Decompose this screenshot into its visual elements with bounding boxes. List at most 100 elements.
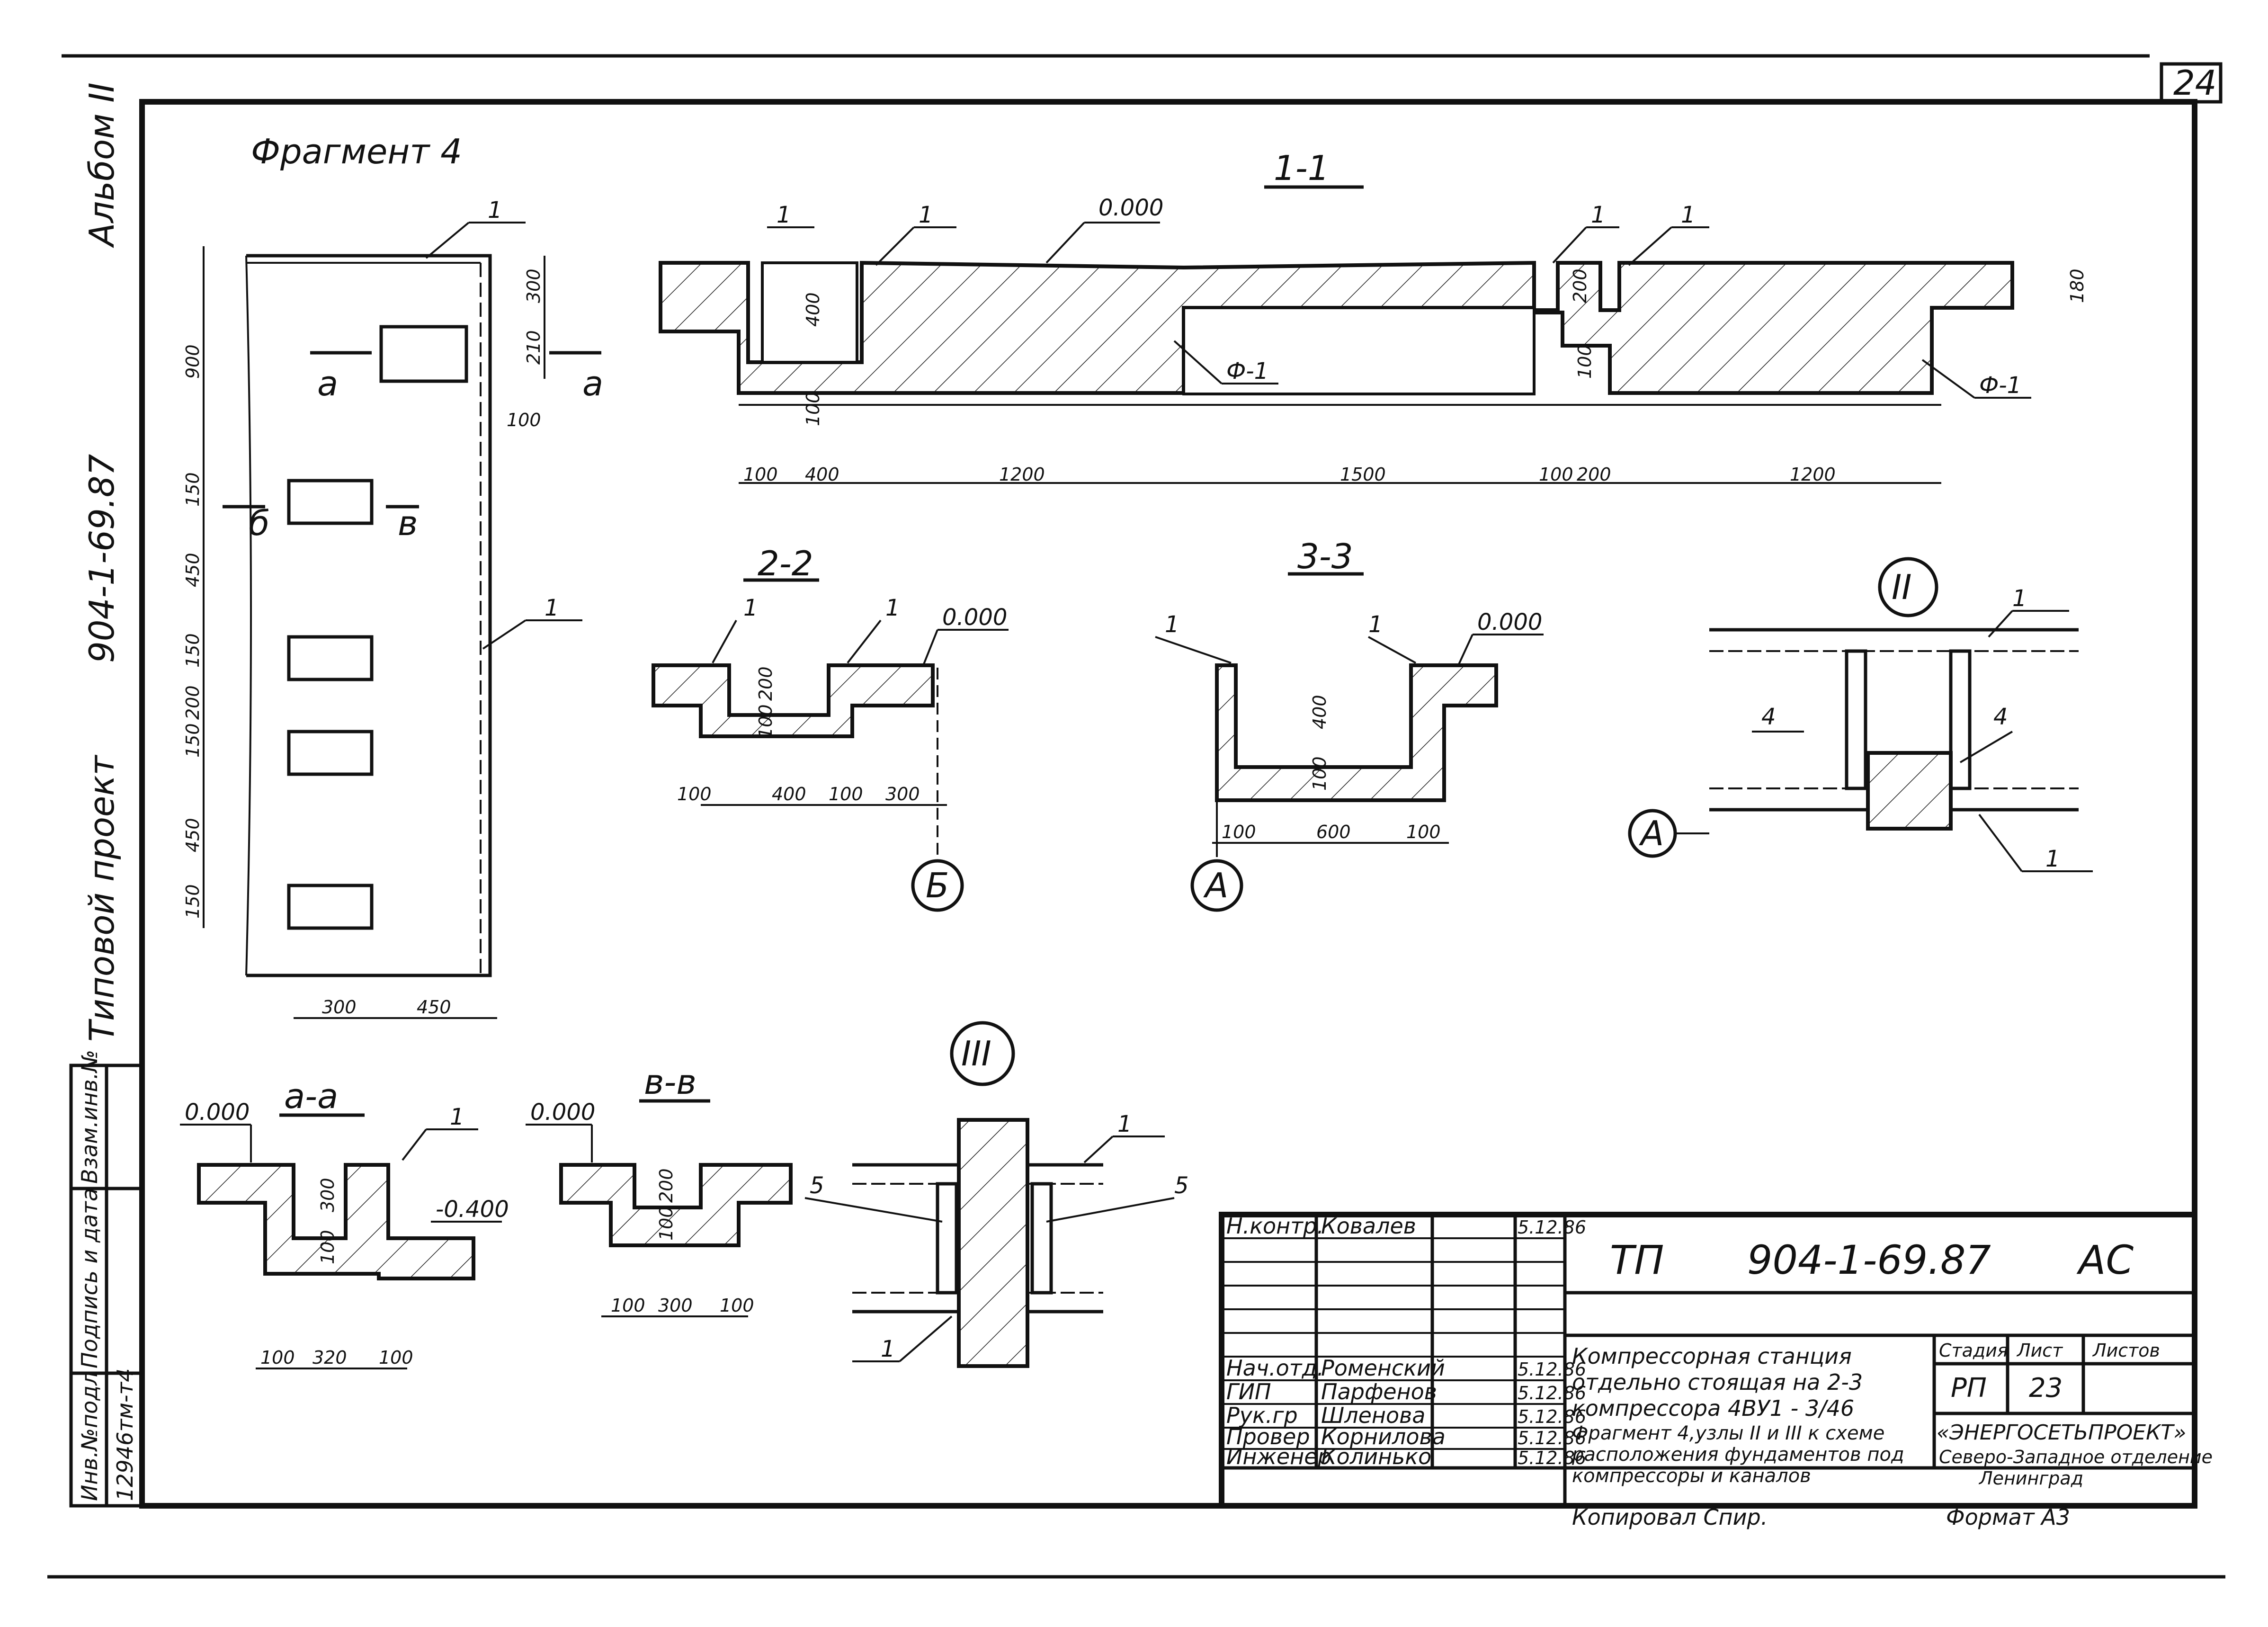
section-3-3-dim: 100 [1309,756,1330,791]
tb-role: ГИП [1226,1379,1271,1404]
plan-dim: 450 [182,818,203,852]
node-iii-leader: 1 [881,1336,895,1362]
tb-object-line: компрессора 4ВУ1 - 3/46 [1572,1395,1854,1421]
side-block: Альбом II 904-1-69.87 Типовой проект [82,82,122,1042]
tb-name: Колинько [1321,1444,1431,1469]
plan-dim: 150 [182,633,203,668]
sheet-number: 24 [2173,63,2217,103]
section-1-1-dim: 400 [805,464,839,485]
section-a-a-level-low: -0.400 [436,1196,509,1223]
tb-name: Шленова [1321,1403,1425,1428]
node-iii-leader: 5 [810,1172,824,1199]
opening-1 [287,479,374,525]
section-a-a-profile [197,1163,475,1280]
section-3-3-dim: 100 [1406,822,1441,842]
section-a-a-dim: 100 [317,1230,338,1264]
inv-orig-value: 12946тм-т4 [112,1368,138,1502]
section-a-a: а-а 100 320 100 300 100 0.000 -0.400 1 [180,1076,509,1369]
section-2-2-leader: 1 [743,595,758,621]
tb-role: Рук.гр [1226,1403,1298,1428]
foundation-mark: Ф-1 [1979,372,2021,399]
node-ii-leader: 4 [1993,704,2008,730]
node-ii-leader: 4 [1761,704,1776,730]
plan-dim: 200 [182,685,203,720]
section-1-1-leader: 1 [777,202,791,228]
section-v-v-dim: 100 [720,1295,754,1316]
section-2-2-title: 2-2 [758,544,813,583]
section-1-1-dim: 100 [803,392,823,426]
section-2-2-dim: 400 [772,784,806,805]
section-3-3-level: 0.000 [1477,609,1542,635]
tb-role: Провер [1226,1424,1310,1449]
plan-leader-1-top: 1 [488,197,502,223]
plan-dim: 300 [322,997,357,1018]
opening-aa [379,325,468,383]
section-3-3-axis: А [1203,866,1228,905]
section-3-3-dim: 600 [1316,822,1351,842]
section-2-2-dim: 200 [755,666,776,701]
section-1-1-dim: 1200 [1790,464,1836,485]
section-2-2-profile [652,663,935,738]
tb-object-line: Компрессорная станция [1572,1343,1852,1369]
tb-name: Роменский [1321,1355,1445,1381]
section-2-2-dim: 100 [677,784,712,805]
node-ii-axis-bubble [1628,809,1677,858]
inv-orig-label: Инв.№подл [77,1372,102,1501]
section-1-1-dim: 200 [1570,268,1590,303]
section-3-3-profile [1215,663,1498,802]
tb-sheet-name-line: Фрагмент 4,узлы II и III к схеме [1572,1422,1884,1444]
section-3-3: 3-3 100 600 100 400 100 А 0.000 1 1 [1155,536,1544,912]
plan-dim: 210 [523,330,544,365]
section-3-3-dim: 100 [1222,822,1256,842]
section-1-1-dim: 100 [743,464,778,485]
tb-date: 5.12.86 [1518,1383,1586,1404]
node-iii-title: III [961,1034,991,1073]
section-1-1-dim: 1500 [1340,464,1386,485]
section-mark-a-right: а [582,364,603,403]
tb-object-line: отдельно стоящая на 2-3 [1572,1369,1863,1395]
section-mark-b: б [249,503,269,543]
section-v-v-level: 0.000 [530,1099,595,1126]
vzam-inv-label: Взам.инв.№ [77,1050,102,1184]
tb-sheets-label: Листов [2092,1340,2160,1361]
plan-dim: 150 [182,723,203,758]
section-1-1-dim: 400 [803,292,823,327]
tb-stage-label: Стадия [1939,1340,2008,1361]
fragment-plan: 900 150 450 150 200 150 450 150 300 210 … [182,197,603,1019]
section-2-2-leader: 1 [885,595,900,621]
node-iii: III 5 5 1 1 [804,1021,1189,1368]
section-v-v-dim: 300 [658,1295,693,1316]
plan-dim: 450 [417,997,451,1018]
fragment-title: Фрагмент 4 [251,132,462,171]
section-3-3-leader: 1 [1368,611,1383,638]
section-a-a-level: 0.000 [185,1099,250,1126]
section-1-1-dim: 1200 [999,464,1045,485]
section-1-1: 1-1 100 400 1200 1500 100 200 1200 400 1… [659,148,2088,485]
tb-date: 5.12.86 [1518,1428,1586,1448]
plan-dim: 150 [182,472,203,507]
node-iii-leader: 1 [1117,1111,1132,1137]
section-v-v-dim: 100 [611,1295,645,1316]
sign-date-label: Подпись и дата [77,1188,102,1368]
tb-role: Нач.отд. [1226,1355,1324,1381]
tb-date: 5.12.86 [1518,1406,1586,1427]
node-ii-leader: 1 [2012,585,2027,612]
section-3-3-dim: 400 [1309,695,1330,729]
tb-name: Парфенов [1321,1379,1437,1404]
node-iii-column [957,1118,1029,1368]
node-ii: II 4 4 1 1 А [1628,557,2093,872]
node-iii-leader: 5 [1174,1172,1189,1199]
sheet-number-box: 24 [2160,62,2223,104]
project-code-vertical: 904-1-69.87 [82,454,122,663]
plan-dim: 300 [523,268,544,303]
tb-sheet-name-line: расположения фундаментов под [1572,1444,1904,1466]
section-mark-v: в [398,503,418,543]
opening-3 [287,730,374,776]
section-a-a-leader: 1 [450,1104,464,1130]
section-a-a-dim: 320 [313,1347,347,1368]
section-1-1-leader: 1 [1591,202,1606,228]
plan-leader-1-side: 1 [545,595,559,621]
tb-name: Корнилова [1321,1424,1446,1449]
section-2-2-axis: Б [926,866,949,905]
plan-dim: 900 [182,344,203,379]
